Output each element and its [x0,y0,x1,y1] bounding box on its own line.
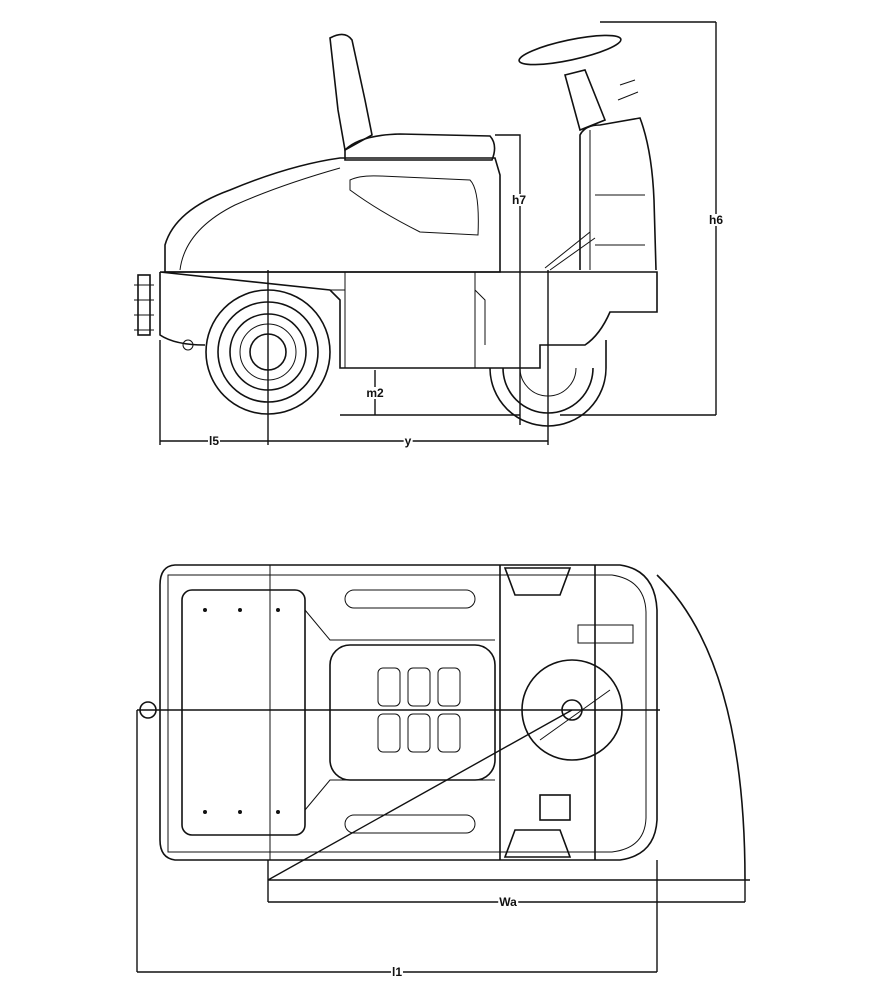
chassis [159,271,658,369]
wa-dimension [267,709,750,903]
rear-bumper [159,272,206,346]
label-m2: m2 [365,386,385,400]
label-l1: l1 [390,965,404,979]
l1-dimension [136,709,660,973]
seat-cushion [344,133,496,161]
length-dimensions [159,270,549,445]
turning-arc [656,574,746,881]
h6-dimension [560,21,717,416]
steering-column [579,117,657,271]
label-h6: h6 [707,213,725,227]
side-view [134,21,717,445]
pedal [539,794,571,821]
label-y: y [403,434,413,448]
rear-deck [181,589,306,836]
label-l5: l5 [207,434,221,448]
label-h7: h7 [510,193,528,207]
hood-body [164,157,501,273]
label-wa: Wa [498,895,518,909]
top-view [136,564,750,973]
tow-hitch [137,274,151,336]
seat-back [329,33,373,152]
side-window [349,175,479,236]
h7-dimension [495,134,521,425]
seat [329,644,496,781]
steering-wheel [518,34,622,66]
body-outline [159,564,658,861]
